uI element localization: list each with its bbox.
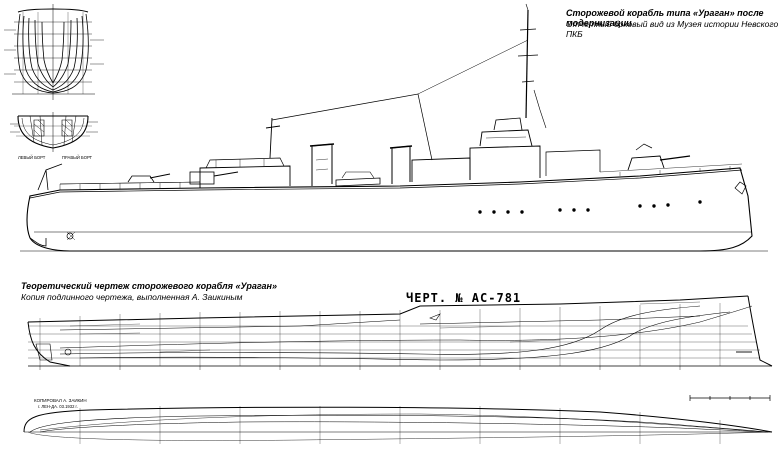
label-right-side: ПРАВЫЙ БОРТ [62, 155, 93, 160]
sheer-plan-diagram [27, 295, 773, 370]
drawing-subtitle: Отчетный боковый вид из Музея истории Не… [566, 19, 779, 39]
signature-line-1: КОПИРОВАЛ А. ЗАИКИН [34, 398, 87, 403]
drawing-title: Сторожевой корабль типа «Ураган» после м… [566, 8, 764, 28]
theory-subtitle: Копия подлинного чертежа, выполненная А.… [21, 292, 243, 302]
signature-line-2: г. ЛЕН-ДА. 03.1932 г. [38, 404, 78, 409]
drawing-number: ЧЕРТ. № АС-781 [406, 291, 522, 305]
side-profile-diagram [20, 3, 768, 252]
body-plan-diagram [4, 4, 104, 100]
label-left-side: ЛЕВЫЙ БОРТ [18, 155, 46, 160]
scale-bar [689, 395, 771, 401]
theory-title: Теоретический чертеж сторожевого корабля… [21, 281, 277, 291]
midship-section-diagram: ЛЕВЫЙ БОРТ ПРАВЫЙ БОРТ [10, 112, 98, 160]
half-breadth-plan-diagram [23, 406, 773, 444]
